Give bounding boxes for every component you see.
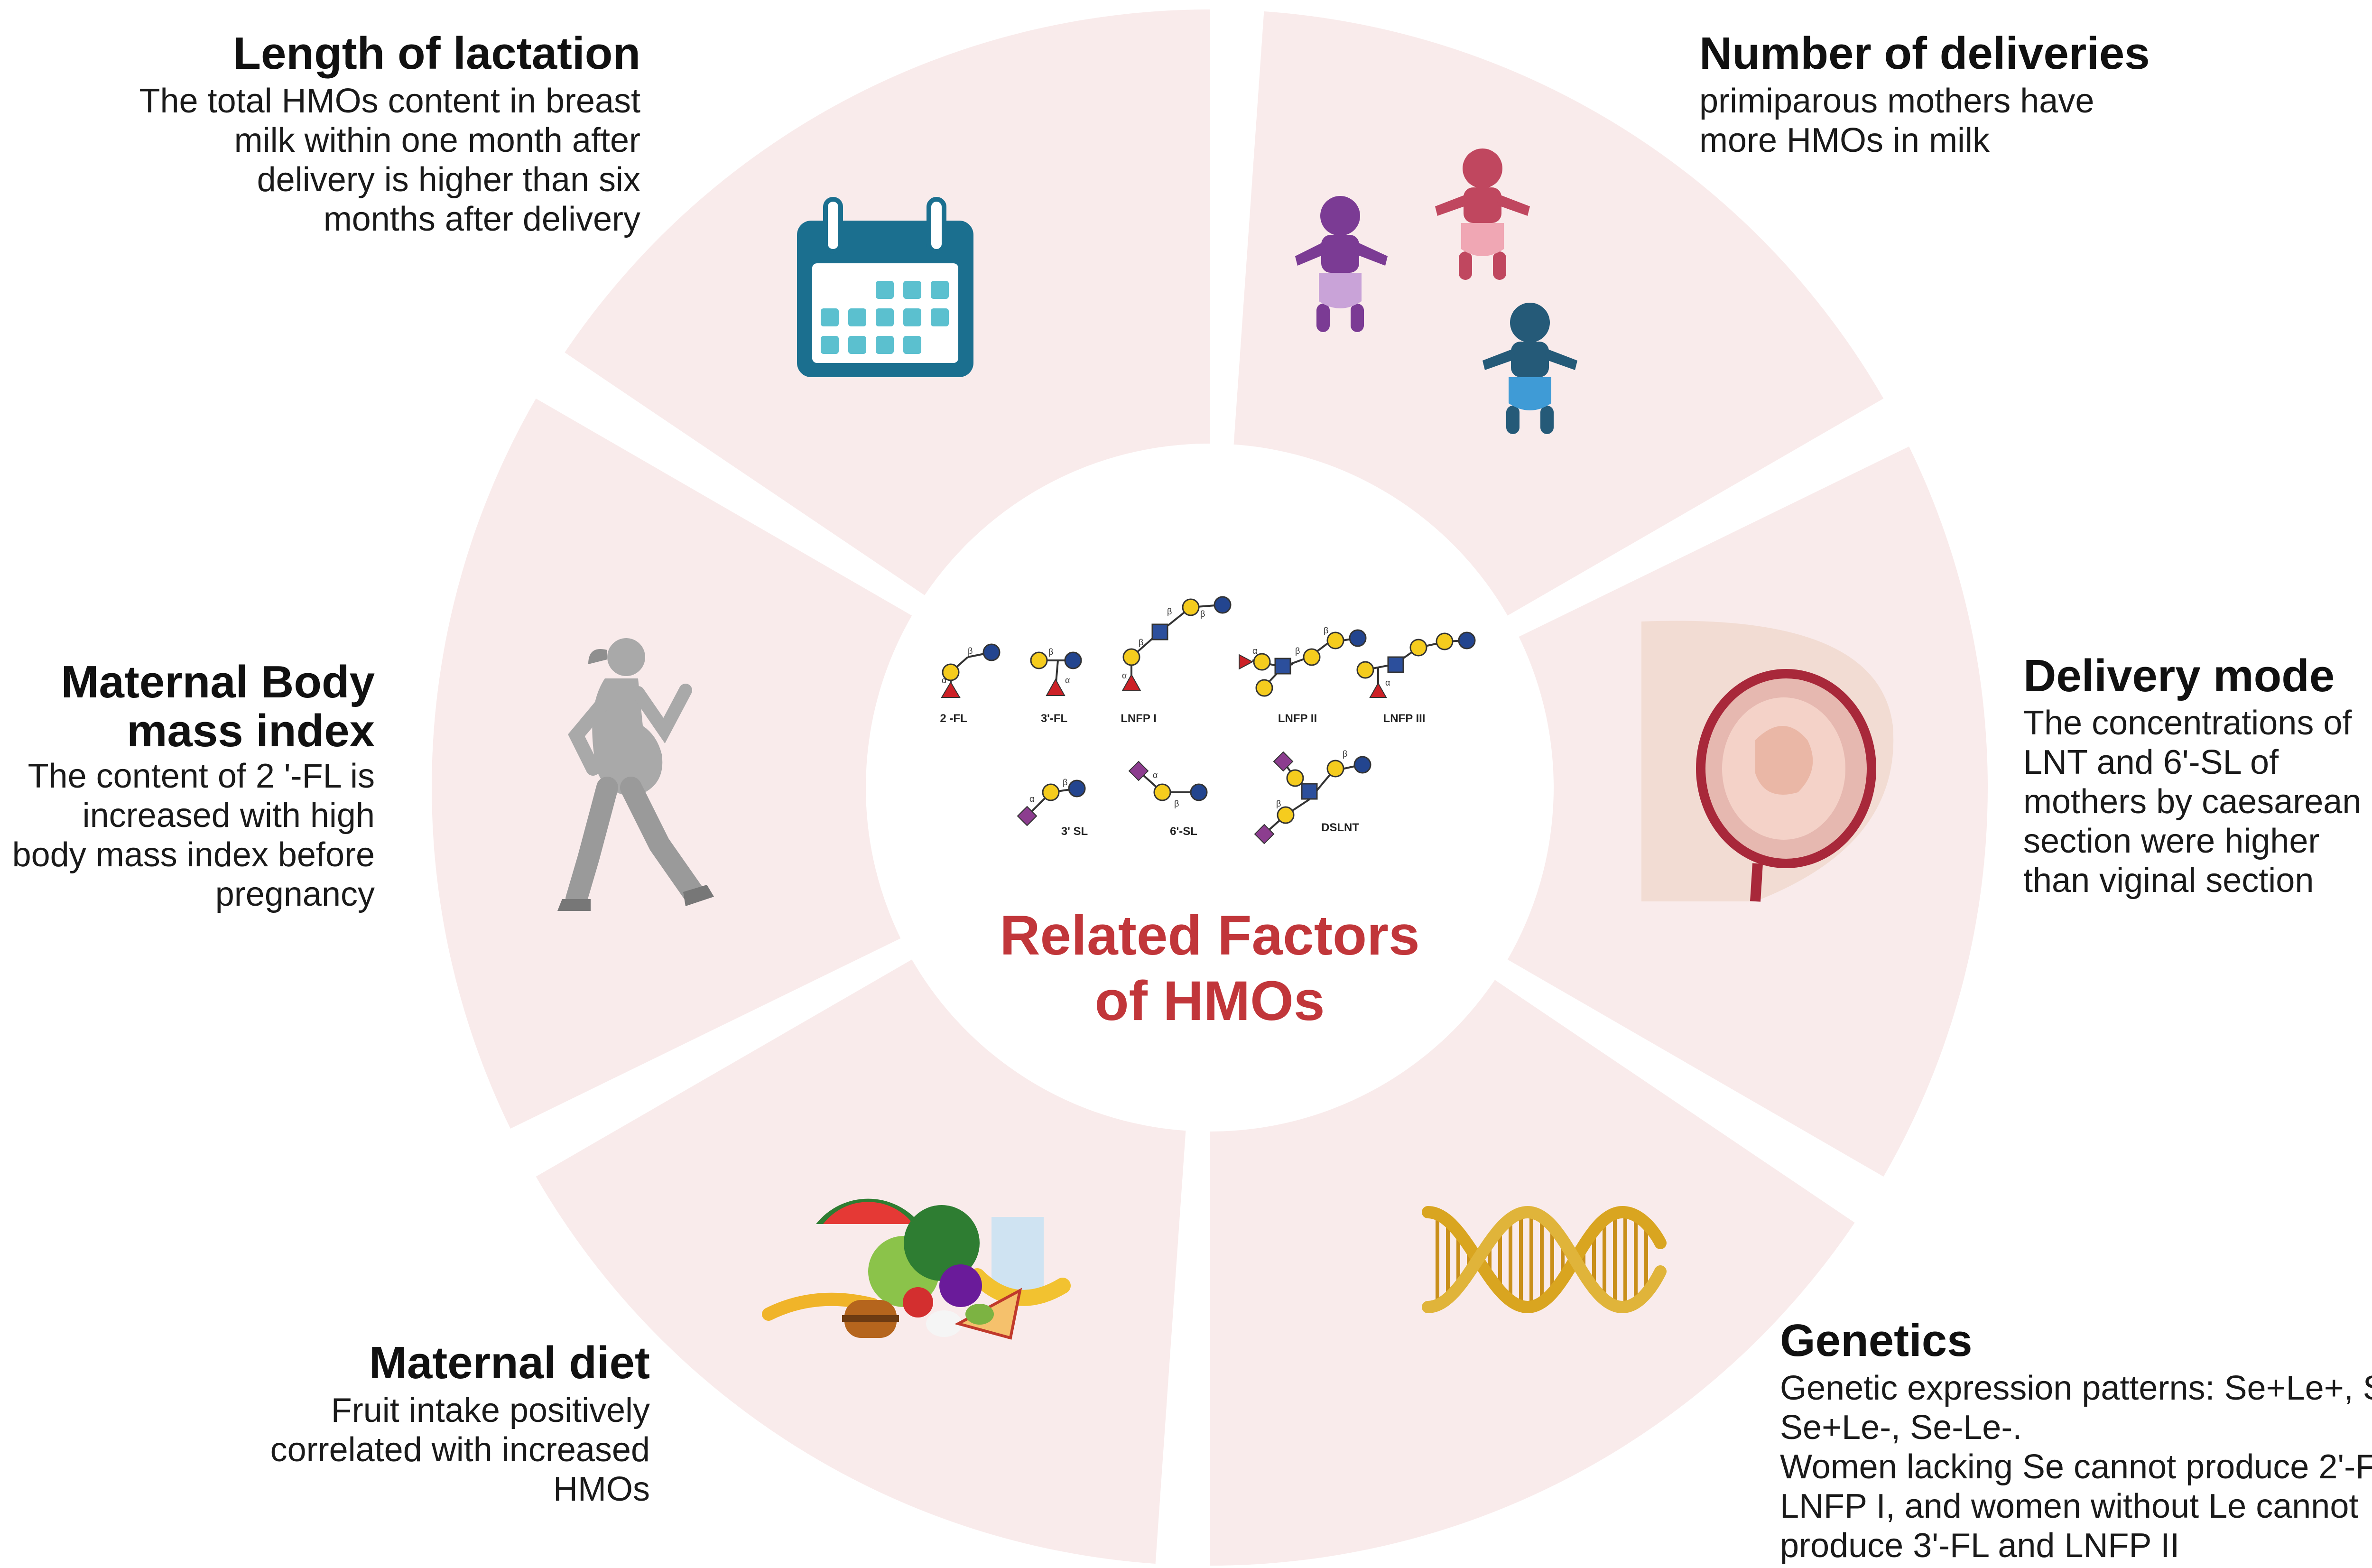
calendar-date-cell [876,308,894,326]
factor-heading: Genetics [1780,1315,1973,1366]
baby-purple-icon [1295,196,1388,332]
glycan-lnfp1: β β β α LNFP I [1121,596,1232,725]
center-panel: β α 2 -FL β α 3'-FL β β β α LNFP I [940,596,1476,1032]
factor-heading: mass index [127,705,375,756]
glycan-label: LNFP I [1121,712,1157,725]
factor-description: delivery is higher than six [257,161,640,199]
svg-text:β: β [1139,638,1143,647]
svg-text:β: β [1200,609,1205,619]
factor-description: months after delivery [324,200,640,238]
pregnant-womb-icon [1641,621,1894,902]
factor-heading: Maternal diet [369,1337,650,1388]
glycan-label: 3'-FL [1041,712,1067,725]
factor-description: The total HMOs content in breast [139,82,640,120]
ring-segment-deliveries [1233,11,1884,616]
glycan-6sl: α β 6'-SL [1128,761,1208,838]
calendar-date-cell [876,336,894,354]
factor-description: than viginal section [2023,862,2314,900]
factor-description: Genetic expression patterns: Se+Le+, Se-… [1780,1369,2372,1407]
svg-text:β: β [1324,626,1328,635]
calendar-date-cell [903,308,921,326]
glycan-label: LNFP II [1278,712,1317,725]
factor-lactation: Length of lactation The total HMOs conte… [139,28,640,238]
walking-pregnant-woman-icon [557,638,714,911]
svg-text:α: α [1065,676,1070,685]
factor-description: LNFP I, and women without Le cannot [1780,1487,2358,1525]
factor-heading: Number of deliveries [1699,28,2150,79]
svg-text:α: α [1385,678,1390,687]
factor-description: mothers by caesarean [2023,783,2361,821]
glycan-lnfp2: α β β LNFP II [1239,626,1367,725]
calendar-date-cell [903,336,921,354]
factor-heading: Delivery mode [2023,650,2335,701]
babies-icon [1295,148,1577,434]
factor-deliveries: Number of deliveries primiparous mothers… [1699,28,2150,159]
svg-text:β: β [968,646,973,656]
factor-description: pregnancy [215,875,375,913]
factor-description: The content of 2 '-FL is [28,757,375,795]
svg-text:β: β [1295,646,1300,656]
glycan-label: LNFP III [1383,712,1426,725]
svg-text:β: β [1343,749,1347,759]
factor-description: Se+Le-, Se-Le-. [1780,1409,2022,1447]
calendar-date-cell [821,336,839,354]
baby-pink-icon [1435,148,1530,280]
factor-description: HMOs [553,1470,650,1508]
svg-text:β: β [1167,607,1172,616]
factor-description: section were higher [2023,822,2319,860]
factor-diet: Maternal diet Fruit intake positively co… [270,1337,650,1508]
center-title: of HMOs [1094,970,1325,1032]
svg-text:α: α [1153,770,1158,780]
glycan-label: 2 -FL [940,712,967,725]
svg-text:α: α [1252,646,1257,656]
svg-text:α: α [1122,671,1127,680]
factor-heading: Maternal Body [61,657,375,707]
glycan-2fl: β α 2 -FL [940,643,1001,725]
factor-description: milk within one month after [234,121,640,159]
dna-icon [1422,1206,1667,1314]
glycan-dslnt: β β DSLNT [1254,749,1371,844]
factor-description: Women lacking Se cannot produce 2'-FL or [1780,1448,2372,1486]
svg-text:β: β [1063,778,1067,787]
factor-description: body mass index before [12,836,375,874]
factor-description: produce 3'-FL and LNFP II [1780,1527,2179,1565]
factor-description: Fruit intake positively [331,1392,650,1429]
factor-description: more HMOs in milk [1699,121,1990,159]
svg-text:β: β [1048,647,1053,657]
factor-description: The concentrations of [2023,704,2352,742]
svg-text:α: α [1029,794,1034,804]
ring-segment-bmi [431,399,912,1129]
glycan-3sl: α β 3' SL [1017,778,1088,838]
center-title: Related Factors [1000,904,1419,967]
calendar-date-cell [848,308,866,326]
ring-segment-diet [536,959,1186,1564]
svg-text:α: α [942,676,946,685]
glycan-label: DSLNT [1321,821,1359,834]
svg-text:β: β [1174,799,1179,808]
calendar-date-cell [931,308,949,326]
glycan-label: 6'-SL [1170,825,1197,838]
calendar-date-cell [903,281,921,299]
calendar-icon [797,197,973,377]
glycan-3fl: β α 3'-FL [1030,647,1082,725]
glycan-label: 3' SL [1061,825,1088,838]
calendar-date-cell [876,281,894,299]
factor-description: increased with high [83,797,375,835]
calendar-dates [821,281,949,354]
factor-heading: Length of lactation [233,28,640,79]
factor-description: correlated with increased [270,1431,650,1469]
calendar-date-cell [931,281,949,299]
factor-delivery-mode: Delivery mode The concentrations of LNT … [2023,650,2361,900]
factor-description: LNT and 6'-SL of [2023,743,2279,781]
svg-text:β: β [1276,799,1281,808]
factor-bmi: Maternal Body mass index The content of … [12,657,375,913]
glycan-lnfp3: α LNFP III [1356,631,1476,725]
calendar-date-cell [821,308,839,326]
calendar-date-cell [848,336,866,354]
factor-genetics: Genetics Genetic expression patterns: Se… [1780,1315,2372,1565]
food-icon [762,1198,1071,1340]
baby-blue-icon [1482,303,1577,434]
factor-description: primiparous mothers have [1699,82,2094,120]
